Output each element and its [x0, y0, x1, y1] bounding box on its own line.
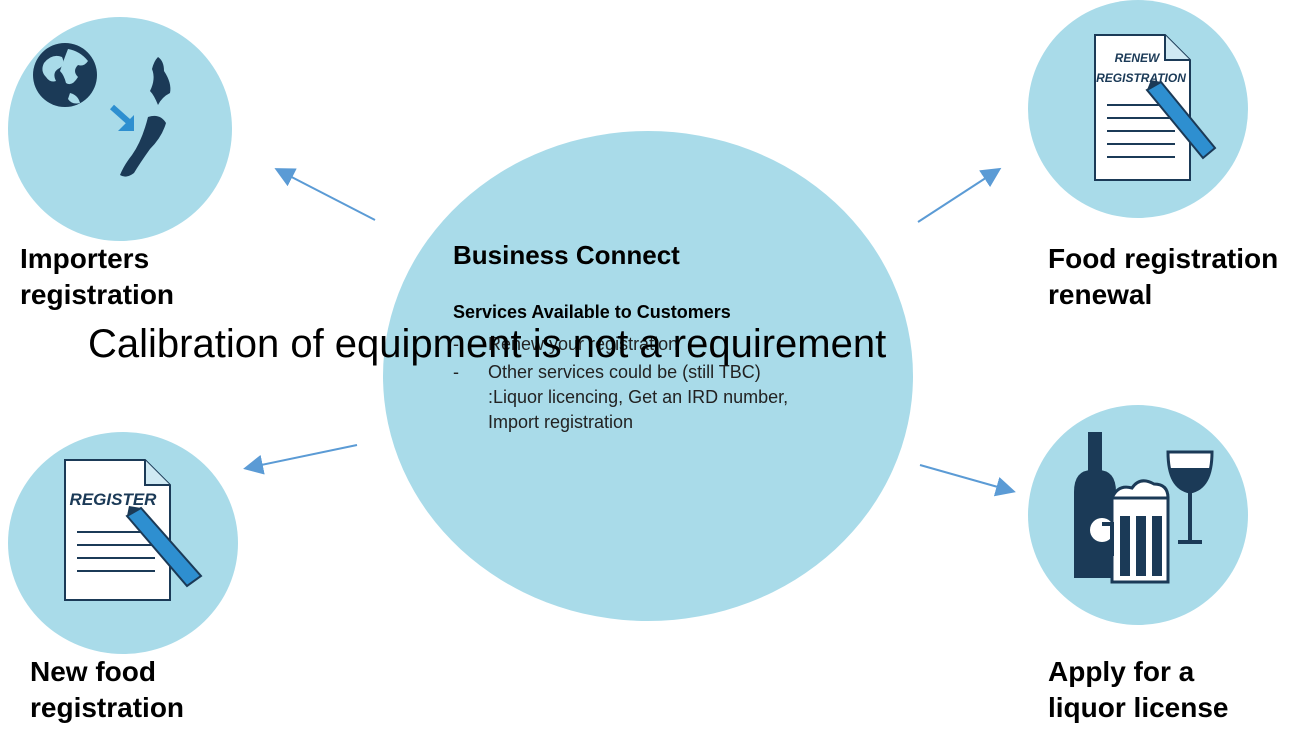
new-food-label: New food registration — [30, 654, 184, 726]
hub-subtitle: Services Available to Customers — [453, 302, 731, 322]
arrow-to-importers — [274, 168, 376, 221]
register-document-icon: REGISTER — [64, 459, 203, 601]
overlay-note: Calibration of equipment is not a requir… — [88, 322, 887, 366]
icon-text-register: REGISTER — [70, 490, 158, 509]
hub-bullet-other-services: - Other services could be (still TBC) :L… — [453, 360, 833, 440]
bullet-marker: - — [453, 334, 459, 354]
bullet-text: Renew your registration — [488, 334, 679, 354]
liquor-label: Apply for a liquor license — [1048, 654, 1229, 726]
renewal-label: Food registration renewal — [1048, 241, 1278, 313]
liquor-label-line2: liquor license — [1048, 692, 1229, 723]
arrow-to-renewal — [917, 167, 1002, 223]
hub-title: Business Connect — [453, 240, 680, 270]
new-food-label-line1: New food — [30, 656, 156, 687]
hub-bullet-renew: - Renew your registration — [453, 332, 833, 362]
bullet-marker: - — [453, 362, 459, 382]
importers-label-line2: registration — [20, 279, 175, 310]
globe-to-new-zealand-icon — [33, 43, 171, 177]
liquor-label-line1: Apply for a — [1048, 656, 1195, 687]
bullet-text: Other services could be (still TBC) :Liq… — [488, 362, 789, 432]
importers-label-line1: Importers — [20, 243, 150, 274]
liquor-bottle-beer-wine-icon — [1074, 432, 1214, 584]
importers-label: Importers registration — [20, 241, 174, 313]
renewal-label-line1: Food registration — [1048, 243, 1279, 274]
renew-registration-document-icon: RENEW REGISTRATION — [1094, 34, 1217, 181]
icon-text-registration: REGISTRATION — [1096, 71, 1186, 85]
hub-circle — [383, 131, 913, 621]
arrow-to-new-food — [243, 444, 358, 475]
renewal-label-line2: renewal — [1048, 279, 1153, 310]
arrow-to-liquor — [919, 464, 1016, 497]
new-food-label-line2: registration — [30, 692, 185, 723]
icon-text-renew: RENEW — [1115, 51, 1161, 65]
